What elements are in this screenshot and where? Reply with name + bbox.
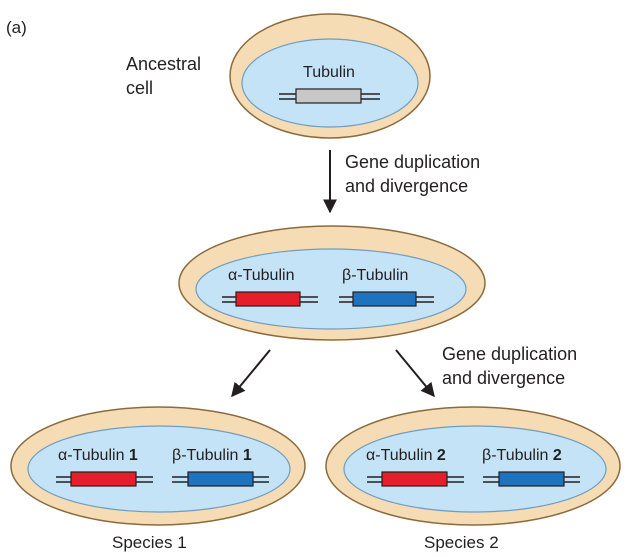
- middle-nucleus: [195, 248, 467, 330]
- species1-beta-gene: [172, 471, 269, 487]
- species1-nucleus: [27, 425, 291, 513]
- middle-beta-gene: [339, 291, 434, 307]
- step2-label: Gene duplication and divergence: [442, 344, 578, 388]
- ancestral-cell: [229, 13, 431, 139]
- middle-beta-label: β-Tubulin: [342, 267, 409, 284]
- species1-alpha-gene: [56, 471, 153, 487]
- species2-alpha-label: α-Tubulin 2: [366, 446, 446, 466]
- species1-beta-label: β-Tubulin 1: [172, 446, 252, 466]
- arrow-middle-to-species2: [395, 349, 435, 398]
- arrow-middle-to-species1: [231, 349, 271, 398]
- species1-name: Species 1: [112, 533, 187, 552]
- species2-beta-label: β-Tubulin 2: [482, 446, 562, 466]
- species2-name: Species 2: [424, 533, 499, 552]
- species1-beta-name: β-Tubulin: [172, 447, 239, 464]
- species2-alpha-number: 2: [436, 447, 446, 464]
- species1-alpha-number: 1: [128, 447, 138, 464]
- species2-beta-gene: [483, 471, 580, 487]
- species1-alpha-label: α-Tubulin 1: [58, 446, 138, 466]
- middle-alpha-gene: [222, 291, 318, 307]
- species2-alpha-name: α-Tubulin: [366, 447, 433, 464]
- ancestral-nucleus: [241, 38, 419, 128]
- species2-beta-number: 2: [552, 447, 562, 464]
- species2-beta-name: β-Tubulin: [482, 447, 549, 464]
- panel-label: (a): [6, 18, 27, 37]
- species1-beta-number: 1: [242, 447, 252, 464]
- species1-cell: [10, 406, 306, 526]
- step1-label: Gene duplication and divergence: [345, 152, 481, 196]
- middle-alpha-label: α-Tubulin: [228, 267, 295, 284]
- ancestral-cell-label: Ancestral cell: [126, 54, 202, 98]
- ancestral-tubulin-gene: [279, 88, 380, 104]
- species2-alpha-gene: [367, 471, 464, 487]
- species2-cell: [325, 406, 621, 526]
- middle-cell: [178, 225, 486, 341]
- ancestral-tubulin-label: Tubulin: [303, 64, 355, 81]
- species1-alpha-name: α-Tubulin: [58, 447, 125, 464]
- species2-nucleus: [343, 425, 607, 513]
